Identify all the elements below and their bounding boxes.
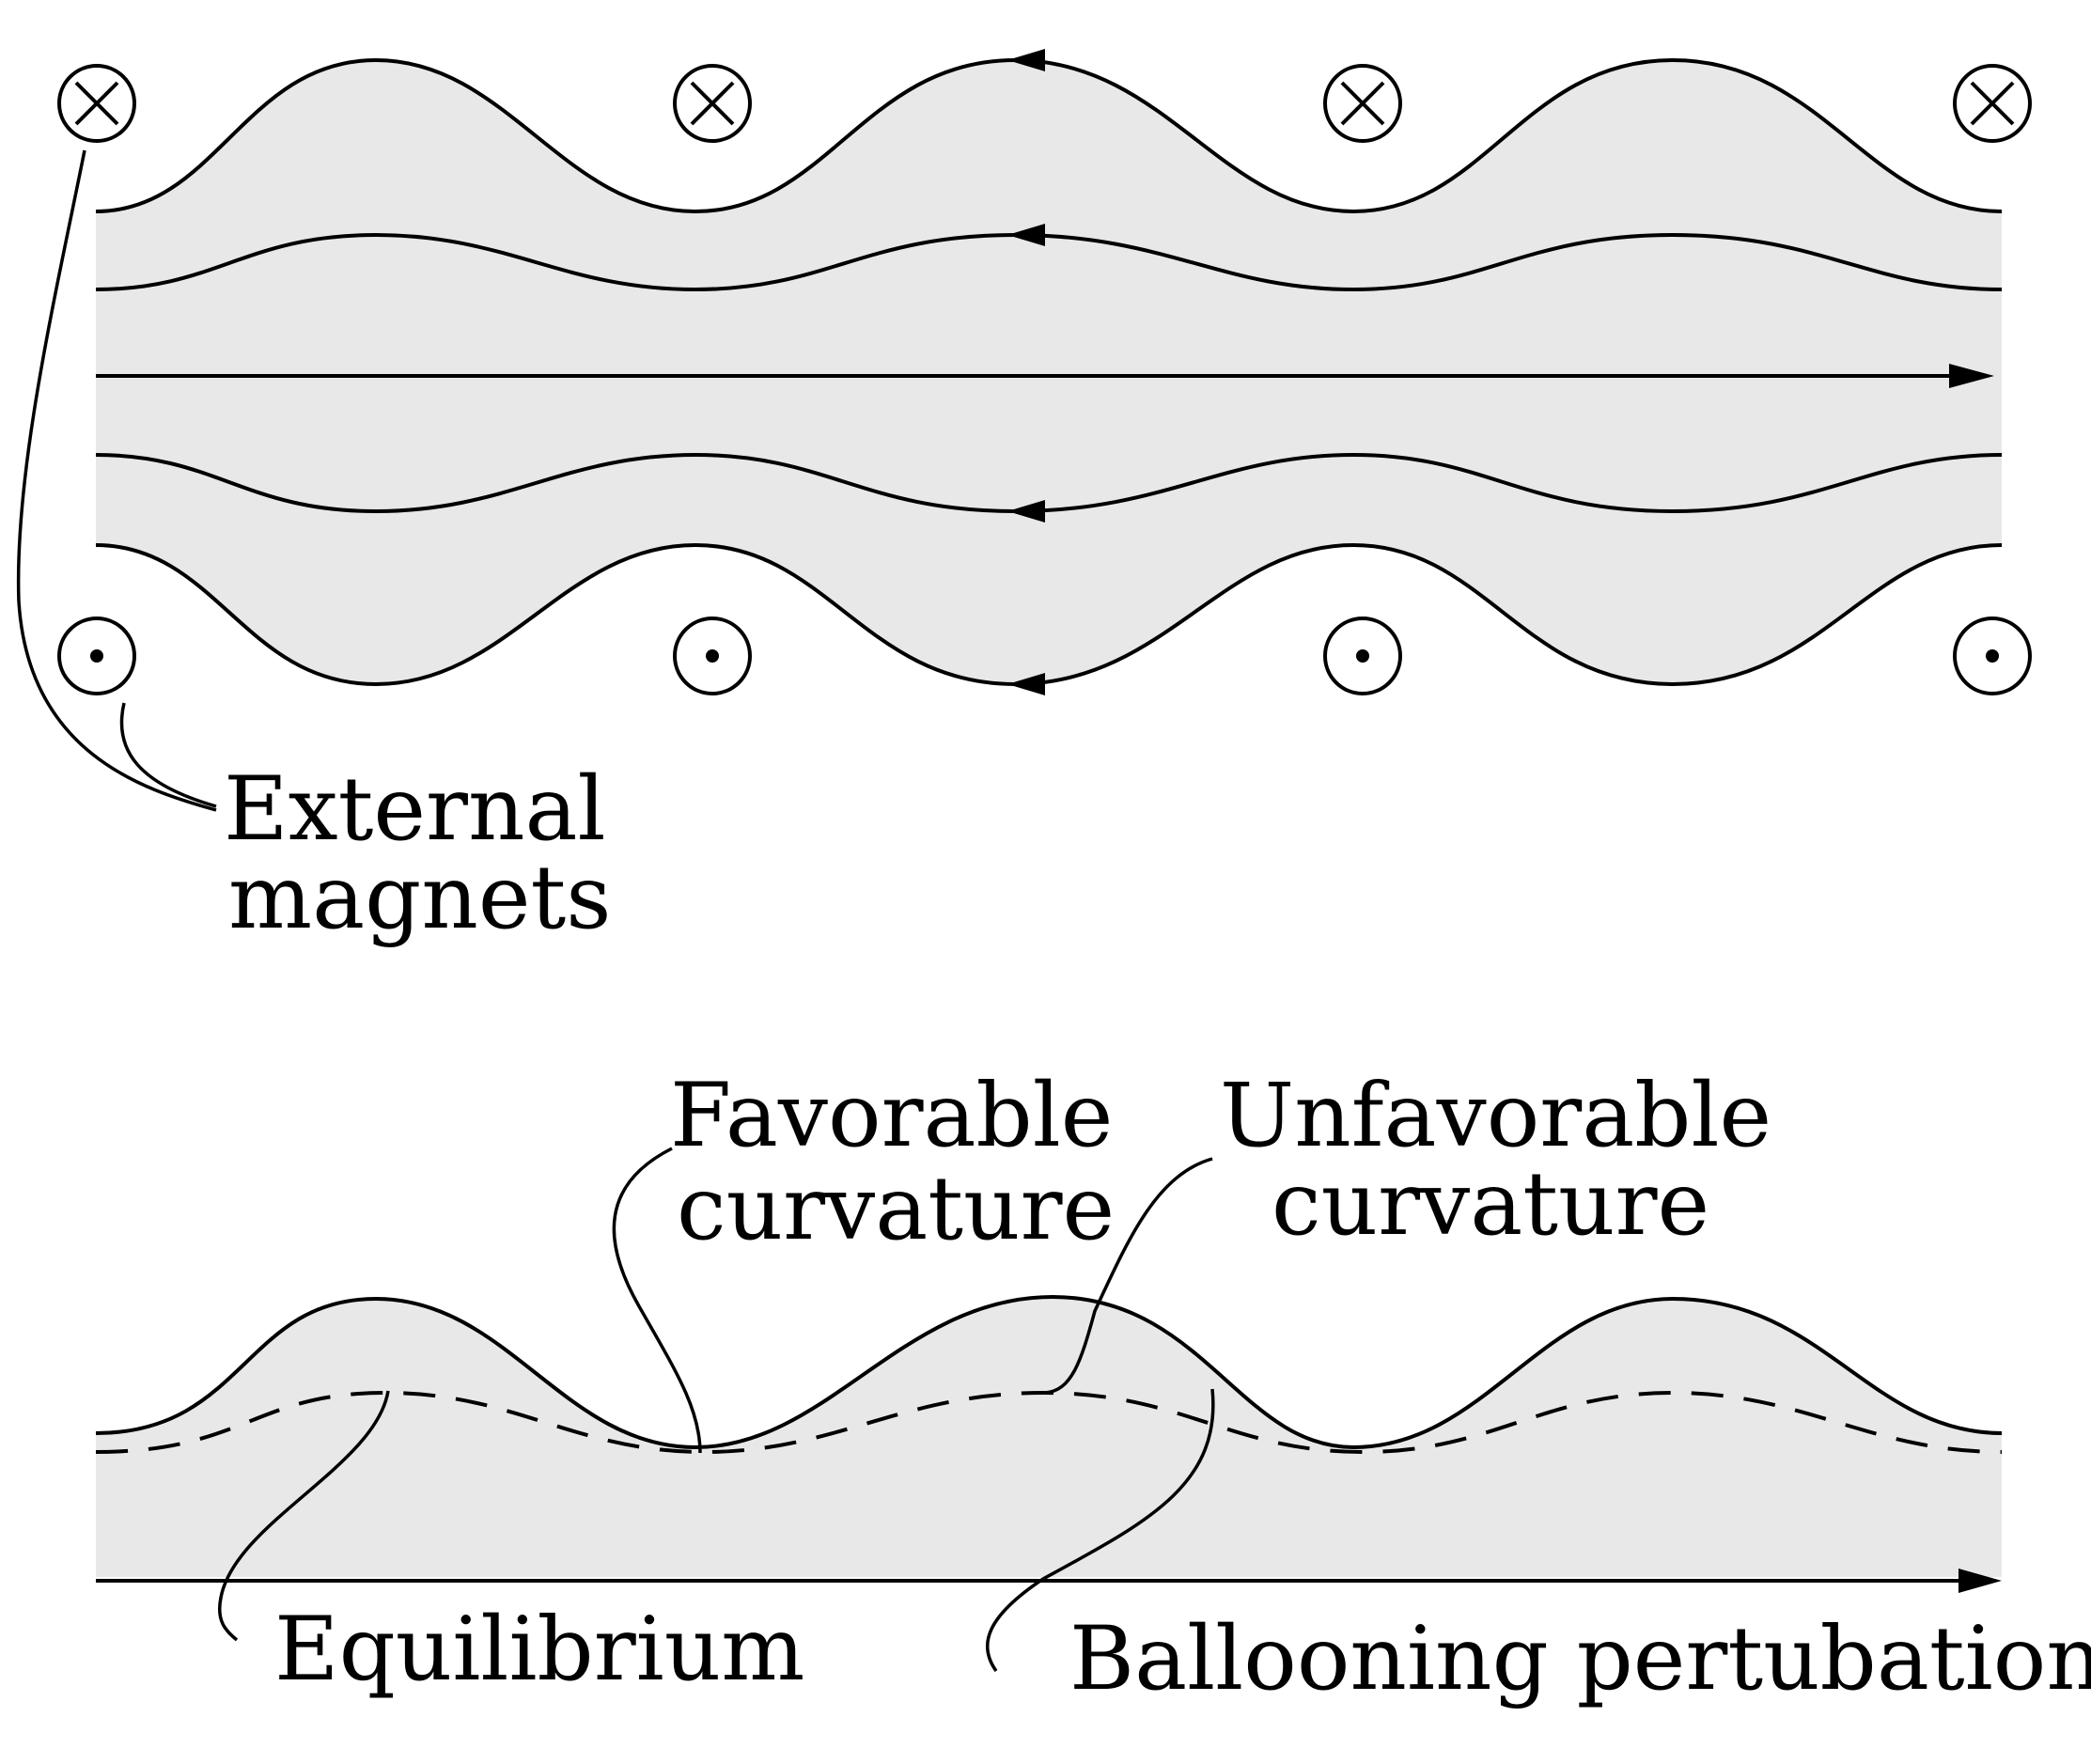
leader-ballooning: [985, 1388, 1215, 1673]
unfavorable-label-line1: Unfavorable: [1220, 1065, 1771, 1167]
leader-favorable: [612, 1147, 702, 1454]
bottom-panel: Favorable curvature Unfavorable curvatur…: [95, 1065, 2091, 1710]
magnet-out-of-page-3: [1323, 617, 1402, 695]
favorable-label-line2: curvature: [677, 1158, 1115, 1260]
ballooning-perturbation-curve: [95, 1294, 2003, 1450]
arrow-outer-bottom-left: [1007, 673, 1045, 695]
arrow-inner-bottom-left: [1007, 500, 1045, 523]
magnet-into-page-1: [57, 64, 136, 143]
magnet-into-page-2: [673, 64, 752, 143]
leader-unfavorable: [1044, 1157, 1213, 1395]
unfavorable-label-line2: curvature: [1272, 1153, 1709, 1256]
magnet-into-page-4: [1953, 64, 2032, 143]
top-panel: External magnets: [16, 49, 2032, 949]
equilibrium-curve-dashed: [95, 1390, 2003, 1455]
leader-equilibrium: [218, 1390, 390, 1642]
arrow-inner-top-left: [1007, 224, 1045, 246]
external-magnets-label-line2: magnets: [228, 847, 612, 949]
arrow-outer-top-left: [1007, 49, 1045, 71]
leader-external-magnets-top: [16, 149, 217, 812]
arrow-axis-right: [1949, 364, 1994, 388]
ballooning-label: Ballooning pertubation: [1069, 1608, 2091, 1710]
external-magnets-label-line1: External: [224, 758, 606, 861]
magnet-into-page-3: [1323, 64, 1402, 143]
magnet-out-of-page-1: [57, 617, 136, 695]
magnet-out-of-page-4: [1953, 617, 2032, 695]
plasma-region-bottom: [96, 1297, 2002, 1577]
favorable-label-line1: Favorable: [670, 1065, 1113, 1167]
plasma-region-top: [96, 60, 2002, 684]
leader-external-magnets-bottom: [119, 702, 217, 808]
arrow-axis-bottom-right: [1958, 1569, 2002, 1593]
magnet-out-of-page-2: [673, 617, 752, 695]
equilibrium-label: Equilibrium: [274, 1599, 804, 1701]
